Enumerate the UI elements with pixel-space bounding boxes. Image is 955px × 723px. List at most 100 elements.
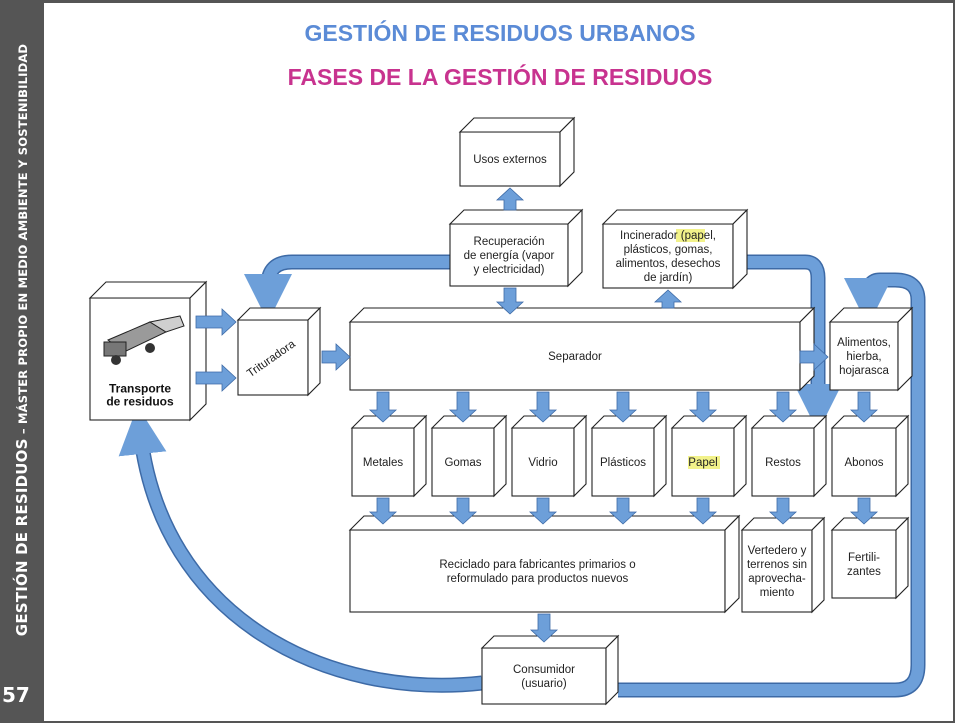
box-separador-side <box>799 306 815 392</box>
box-incinerador: Incinerador (papel,plásticos, gomas,alim… <box>601 208 749 290</box>
arrow-recup-to-separador <box>495 287 525 315</box>
box-consumidor: Consumidor (usuario) <box>480 634 620 706</box>
sidebar: GESTIÓN DE RESIDUOS – MÁSTER PROPIO EN M… <box>0 0 44 723</box>
box-recuperacion-text-2: y electricidad) <box>474 264 545 276</box>
box-usos-externos-side <box>559 116 575 188</box>
truck-icon <box>103 315 185 365</box>
box-material-1: Gomas <box>430 414 508 498</box>
arrow-transporte-to-trituradora-1 <box>195 308 237 336</box>
box-transporte-text-0: Transporte <box>109 382 171 396</box>
box-material-1-side <box>493 414 507 498</box>
box-material-5-front <box>751 427 815 497</box>
box-material-0-side <box>413 414 427 498</box>
box-consumidor-side <box>605 634 619 706</box>
link-consumidor-to-transporte <box>118 406 483 692</box>
box-usos-externos: Usos externos <box>458 116 576 188</box>
arrow-separador-to-material-1 <box>448 391 478 423</box>
box-material-2-text-0: Vidrio <box>528 457 557 469</box>
link-consumidor-to-alimentos <box>618 274 924 696</box>
box-material-4-top <box>670 415 748 429</box>
box-consumidor-front <box>481 647 607 705</box>
box-material-1-top <box>430 415 508 429</box>
box-material-0-text-0: Metales <box>363 457 404 469</box>
box-material-3-text-0: Plásticos <box>600 457 646 469</box>
box-abonos-front <box>831 427 897 497</box>
box-fertilizantes-front <box>831 529 897 599</box>
arrow-separador-to-material-5 <box>768 391 798 423</box>
truck-wheel <box>111 355 121 365</box>
arrow-separador-to-material-4 <box>688 391 718 423</box>
link-recuperacion-to-trituradora <box>244 256 450 322</box>
box-consumidor-text-1: (usuario) <box>521 678 567 690</box>
box-material-2-front <box>511 427 575 497</box>
arrow-material-to-reciclado-1 <box>448 497 478 525</box>
box-recuperacion-text-0: Recuperación <box>474 236 545 248</box>
box-vertedero-side <box>811 516 825 614</box>
box-incinerador-text-2: alimentos, desechos <box>616 258 721 270</box>
box-abonos: Abonos <box>830 414 910 498</box>
bottom-border <box>44 721 955 723</box>
box-usos-externos-top <box>458 117 576 133</box>
arrow-separador-to-material-3 <box>608 391 638 423</box>
box-alimentos-front <box>829 321 899 391</box>
link-incinerador-to-separador <box>740 256 842 432</box>
box-alimentos-text-1: hierba, <box>846 351 881 363</box>
page-title: GESTIÓN DE RESIDUOS URBANOS <box>304 20 696 46</box>
box-material-5-text-0: Restos <box>765 457 801 469</box>
arrow-material-to-reciclado-4 <box>688 497 718 525</box>
box-recuperacion-top <box>448 209 584 225</box>
box-recuperacion: Recuperación de energía (vapor y electrici… <box>448 208 584 288</box>
box-material-0: Metales <box>350 414 428 498</box>
box-transporte-text-1: de residuos <box>106 395 174 409</box>
arrow-recup-to-usos <box>495 187 525 211</box>
box-reciclado-front <box>349 529 726 613</box>
box-consumidor-text-0: Consumidor <box>513 664 575 676</box>
box-material-5-side <box>813 414 827 498</box>
box-material-0-top <box>350 415 428 429</box>
arrow-separador-to-incinerador <box>653 289 683 309</box>
box-fertilizantes-top <box>830 517 910 531</box>
highlight-mark <box>688 456 720 469</box>
box-trituradora-side <box>307 306 321 397</box>
arrow-abonos-to-fertilizantes <box>849 497 879 525</box>
box-trituradora-top <box>236 307 322 321</box>
box-separador-text-0: Separador <box>548 351 602 363</box>
box-reciclado-side <box>724 514 740 614</box>
box-reciclado: Reciclado para fabricantes primarios ore… <box>348 514 741 614</box>
box-recuperacion-front <box>449 223 569 287</box>
box-material-5: Restos <box>750 414 828 498</box>
box-alimentos-text-0: Alimentos, <box>837 337 891 349</box>
truck-wheel <box>145 343 155 353</box>
flow-links <box>118 254 926 698</box>
box-reciclado-text-0: Reciclado para fabricantes primarios o <box>439 559 635 571</box>
box-material-3-side <box>653 414 667 498</box>
box-vertedero-text-0: Vertedero y <box>748 545 807 557</box>
arrow-restos-to-vertedero <box>768 497 798 525</box>
box-separador-front <box>349 321 801 391</box>
truck-cab <box>103 341 127 357</box>
box-usos-externos-text-0: Usos externos <box>473 154 547 166</box>
top-border <box>44 0 955 3</box>
arrow-separador-to-material-0 <box>368 391 398 423</box>
flow-arrows <box>195 187 879 643</box>
box-abonos-text-0: Abonos <box>844 457 883 469</box>
box-vertedero-text-3: miento <box>760 587 795 599</box>
arrow-material-to-reciclado-3 <box>608 497 638 525</box>
box-material-4-text-0: Papel <box>688 457 717 469</box>
box-vertedero-front <box>741 529 813 613</box>
box-alimentos-text-2: hojarasca <box>839 365 889 377</box>
box-abonos-side <box>895 414 909 498</box>
page-number: 57 <box>2 683 30 707</box>
box-material-3: Plásticos <box>590 414 668 498</box>
box-vertedero-text-2: aprovecha- <box>748 573 806 585</box>
box-material-3-top <box>590 415 668 429</box>
arrow-trituradora-to-separador <box>321 343 351 371</box>
right-border <box>953 0 955 723</box>
arrow-transporte-to-trituradora-2 <box>195 364 237 392</box>
box-material-2: Vidrio <box>510 414 588 498</box>
box-recuperacion-text-1: de energía (vapor <box>464 250 555 262</box>
box-trituradora: Trituradora <box>236 306 322 397</box>
